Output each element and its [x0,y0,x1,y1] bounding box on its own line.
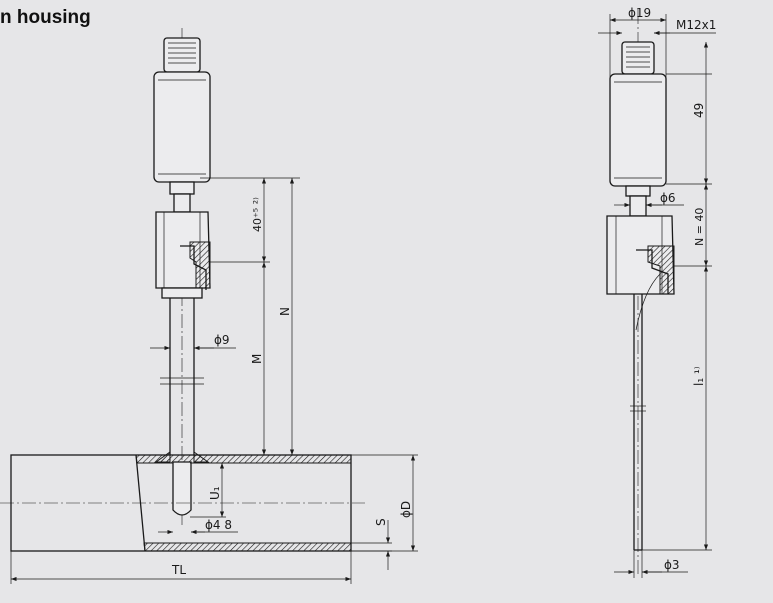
right-neck [625,185,651,197]
dim-40: 40⁺⁵ ²⁾ [251,197,264,232]
dim-M12x1: M12x1 [676,18,716,32]
dim-phi-4-8: ϕ4 8 [205,518,232,532]
dim-phi-19: ϕ19 [628,6,651,20]
left-pipe-wall-bottom [143,542,352,552]
left-sensor-tip [172,461,192,516]
dim-M: M [250,354,264,364]
dim-TL: TL [171,563,186,577]
dim-phi-9: ϕ9 [214,333,230,347]
dim-phi-3: ϕ3 [664,558,680,572]
left-nut-foot [161,287,203,299]
left-neck [169,181,195,195]
left-housing [153,71,211,183]
page-title: n housing [0,7,91,28]
right-view: ϕ19 M12x1 ϕ6 [598,6,716,578]
left-view: ϕ9 40⁺⁵ ²⁾ M N U₁ ϕ4 8 S ϕD [0,28,418,584]
dim-phi-D: ϕD [399,501,413,518]
dim-U1: U₁ [208,486,222,500]
dim-S: S [374,518,388,526]
dim-N-40: N = 40 [693,208,706,246]
dim-l1: l₁ ¹⁾ [692,366,706,386]
right-housing [609,73,667,187]
dim-phi-6: ϕ6 [660,191,676,205]
dim-N: N [278,307,292,316]
dim-49: 49 [692,103,706,118]
